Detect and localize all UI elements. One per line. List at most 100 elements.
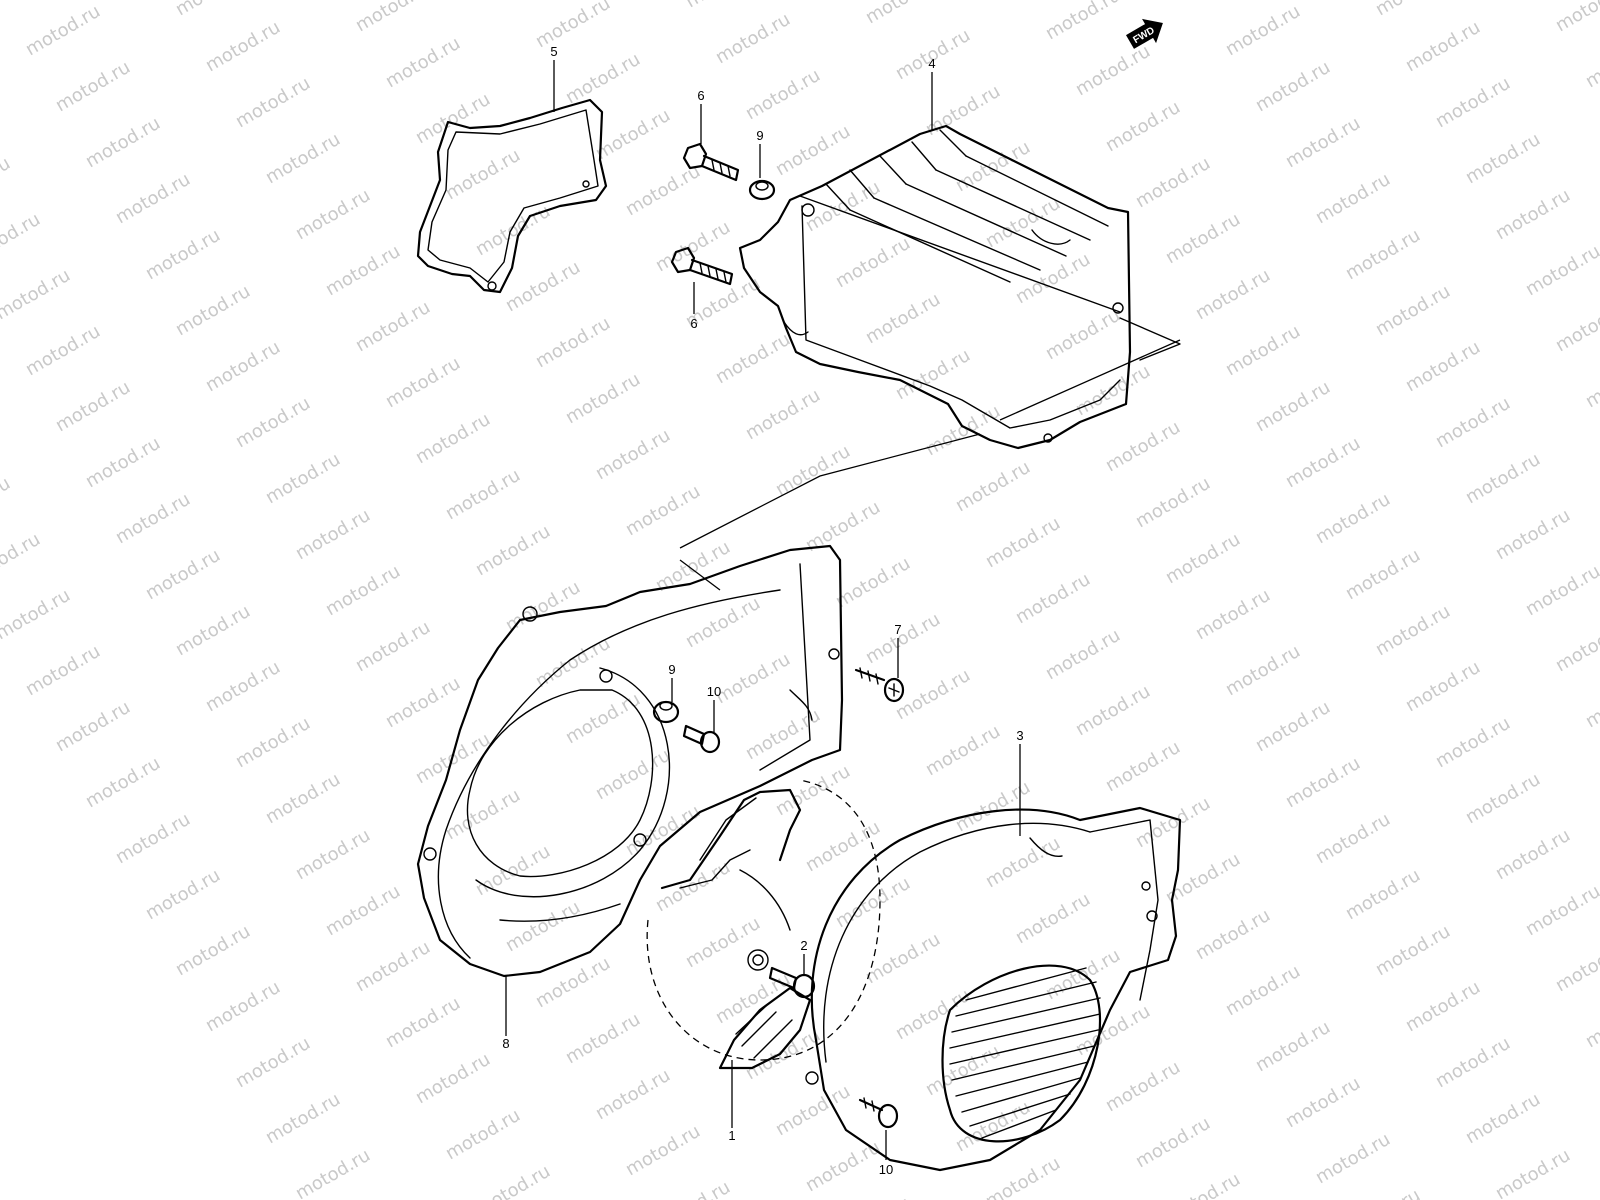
watermark-text: motod.ru [622,1121,704,1180]
watermark-text: motod.ru [1012,569,1094,628]
watermark-text: motod.ru [532,313,614,372]
watermark-text: motod.ru [292,505,374,564]
watermark-text: motod.ru [1042,625,1124,684]
watermark-text: motod.ru [472,841,554,900]
watermark-text: motod.ru [82,113,164,172]
watermark-text: motod.ru [502,897,584,956]
watermark-text: motod.ru [1552,0,1600,36]
cushion-part-9-lower [652,700,680,724]
watermark-text: motod.ru [1432,73,1514,132]
watermark-text: motod.ru [1282,433,1364,492]
cylinder-shroud-part-4 [738,124,1181,450]
watermark-text: motod.ru [232,393,314,452]
watermark-text: motod.ru [1252,57,1334,116]
watermark-text: motod.ru [142,225,224,284]
watermark-text: motod.ru [52,697,134,756]
watermark-text: motod.ru [1372,921,1454,980]
watermark-text: motod.ru [1252,697,1334,756]
watermark-text: motod.ru [742,385,824,444]
watermark-text: motod.ru [1102,97,1184,156]
watermark-text: motod.ru [292,1145,374,1200]
watermark-text: motod.ru [1552,297,1600,356]
watermark-text: motod.ru [502,257,584,316]
watermark-text: motod.ru [1372,0,1454,20]
watermark-text: motod.ru [862,929,944,988]
watermark-text: motod.ru [1462,129,1544,188]
callout-8: 8 [502,1036,509,1051]
watermark-text: motod.ru [1102,737,1184,796]
watermark-text: motod.ru [0,209,44,268]
watermark-text: motod.ru [1522,241,1600,300]
watermark-text: motod.ru [142,865,224,924]
watermark-text: motod.ru [382,993,464,1052]
watermark-text: motod.ru [412,1049,494,1108]
watermark-text: motod.ru [352,297,434,356]
watermark-text: motod.ru [172,601,254,660]
watermark-text: motod.ru [832,233,914,292]
watermark-text: motod.ru [952,137,1034,196]
watermark-text: motod.ru [142,545,224,604]
watermark-text: motod.ru [1282,753,1364,812]
watermark-text: motod.ru [82,753,164,812]
watermark-text: motod.ru [202,977,284,1036]
watermark-text: motod.ru [352,0,434,36]
watermark-text: motod.ru [172,0,254,20]
watermark-text: motod.ru [382,673,464,732]
watermark-text: motod.ru [1192,905,1274,964]
watermark-text: motod.ru [202,17,284,76]
cushion-part-9-upper [748,179,776,201]
watermark-text: motod.ru [832,873,914,932]
watermark-text: motod.ru [292,825,374,884]
watermark-text: motod.ru [0,0,74,4]
watermark-text: motod.ru [1132,1113,1214,1172]
watermark-text: motod.ru [1132,793,1214,852]
watermark-text: motod.ru [712,9,794,68]
watermark-text: motod.ru [0,265,74,324]
watermark-text: motod.ru [682,0,764,12]
watermark-text: motod.ru [22,1,104,60]
watermark-text: motod.ru [862,289,944,348]
watermark-text: motod.ru [1072,41,1154,100]
bolt-part-6-lower [670,246,734,286]
watermark-text: motod.ru [1372,281,1454,340]
watermark-text: motod.ru [1222,321,1304,380]
bolt-part-2 [768,966,816,999]
watermark-text: motod.ru [22,321,104,380]
watermark-text: motod.ru [1492,825,1574,884]
housing-part-8 [416,544,844,978]
watermark-text: motod.ru [172,921,254,980]
watermark-text: motod.ru [1042,305,1124,364]
watermark-text: motod.ru [1162,529,1244,588]
watermark-text: motod.ru [112,809,194,868]
watermark-text: motod.ru [1402,977,1484,1036]
watermark-text: motod.ru [922,401,1004,460]
watermark-text: motod.ru [532,953,614,1012]
watermark-text: motod.ru [262,449,344,508]
callout-9-lower: 9 [668,662,675,677]
watermark-text: motod.ru [0,153,14,212]
watermark-text: motod.ru [1402,657,1484,716]
watermark-text: motod.ru [1402,17,1484,76]
watermark-text: motod.ru [0,529,44,588]
callout-1: 1 [728,1128,735,1143]
watermark-text: motod.ru [0,473,14,532]
watermark-text: motod.ru [1192,265,1274,324]
watermark-text: motod.ru [1252,377,1334,436]
callout-2: 2 [800,938,807,953]
watermark-text: motod.ru [442,465,524,524]
watermark-text: motod.ru [622,161,704,220]
watermark-text: motod.ru [772,121,854,180]
callout-10-cover: 10 [879,1162,893,1177]
watermark-text: motod.ru [1132,153,1214,212]
watermark-text: motod.ru [1582,33,1600,92]
watermark-text: motod.ru [1462,1089,1544,1148]
watermark-text: motod.ru [1102,1057,1184,1116]
watermark-text: motod.ru [742,65,824,124]
watermark-text: motod.ru [1432,393,1514,452]
watermark-text: motod.ru [712,649,794,708]
watermark-text: motod.ru [472,201,554,260]
watermark-text: motod.ru [322,881,404,940]
watermark-text: motod.ru [1462,769,1544,828]
watermark-text: motod.ru [82,433,164,492]
watermark-text: motod.ru [442,145,524,204]
